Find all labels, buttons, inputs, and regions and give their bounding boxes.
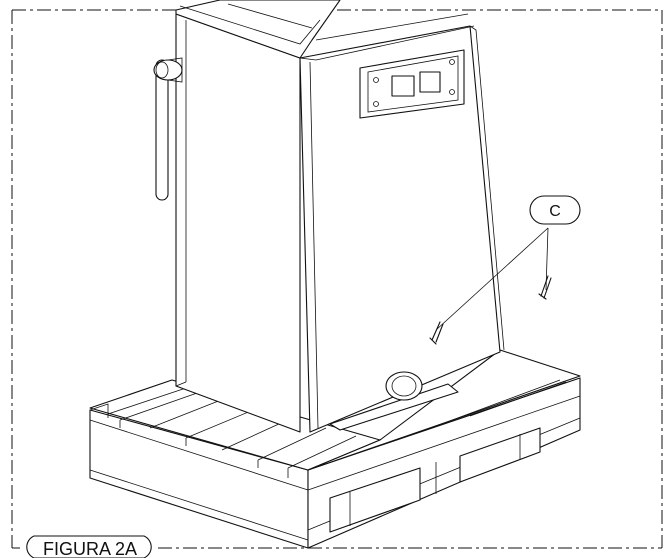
side-handle bbox=[153, 57, 183, 201]
callout-c: C bbox=[435, 195, 581, 331]
bolt-c-right bbox=[538, 275, 552, 300]
bolt-c-left bbox=[429, 321, 444, 345]
wooden-pallet bbox=[89, 349, 581, 549]
callout-letter: C bbox=[549, 203, 561, 220]
figure-label: FIGURA 2A bbox=[43, 539, 137, 558]
drawing-frame bbox=[11, 9, 663, 549]
figure-label-box: FIGURA 2A bbox=[26, 535, 152, 558]
stove-cabinet bbox=[175, 0, 552, 433]
